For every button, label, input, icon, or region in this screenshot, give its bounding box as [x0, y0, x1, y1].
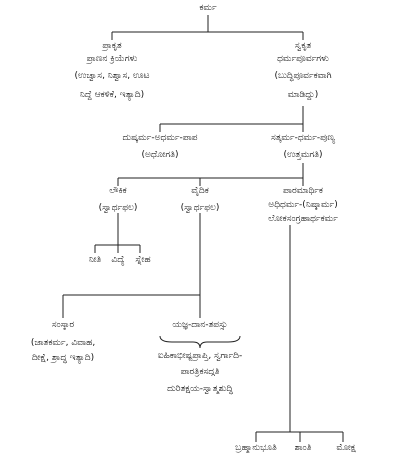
root-node-label: ಕರ್ಮ: [199, 3, 217, 13]
laukika-title: ಲೌಕಿಕ: [109, 186, 127, 196]
laukika-sub: (ಸ್ವಾರ್ಥಫಲ): [98, 203, 138, 213]
yajna-line3: ದುರಿತಕ್ಷಯ-ಸ್ವಾತ್ಮಶುದ್ಧಿ: [167, 384, 233, 394]
yajna-title: ಯಜ್ಞ-ದಾನ-ತಪಸ್ಸು: [172, 320, 228, 330]
yajna-line2: ಪಾರತ್ರಿಕಸದ್ಗತಿ: [180, 367, 220, 377]
vidye-label: ವಿದ್ಯೆ: [111, 255, 125, 265]
swakruta-line1: ಧರ್ಮಪೂರ್ವಗಳು: [277, 54, 329, 64]
dushkarma-title: ದುಷ್ಕರ್ಮ-ಅಧರ್ಮ-ಪಾಪ: [122, 133, 198, 143]
niti-label: ನೀತಿ: [88, 255, 102, 265]
satkarma-title: ಸತ್ಕರ್ಮ-ಧರ್ಮ-ಪುಣ್ಯ: [270, 133, 336, 143]
swakruta-title: ಸ್ವಕೃತ: [294, 41, 312, 51]
vaidika-title: ವೈದಿಕ: [191, 186, 209, 196]
swakruta-line2: (ಬುದ್ಧಿಪೂರ್ವಕವಾಗಿ: [274, 71, 332, 81]
curly-brace: [159, 335, 241, 349]
moksha-label: ಮೋಕ್ಷ: [336, 443, 356, 453]
dushkarma-sub: (ಅಧೋಗತಿ): [141, 150, 179, 160]
prakruta-title: ಪ್ರಾಕೃತ: [102, 41, 122, 51]
paramarthika-line1: ಅಧಿಧರ್ಮ-(ನಿಷ್ಕಾರ್ಮ): [268, 200, 338, 210]
paramarthika-line2: ಲೋಕಸಂಗ್ರಹಾರ್ಥಕರ್ಮ: [268, 214, 338, 224]
prakruta-line2: (ಉಚ್ವಾಸ, ನಿಶ್ವಾಸ, ಊಟ: [74, 71, 150, 81]
yajna-line1: ಐಹಿಕಾಭೀಷ್ಟಪ್ರಾಪ್ತಿ, ಸ್ವರ್ಗಾದಿ-: [157, 351, 243, 361]
satkarma-sub: (ಉತ್ತಮಗತಿ): [283, 150, 323, 160]
shanti-label: ಶಾಂತಿ: [294, 443, 312, 453]
samskara-line2: ದೀಕ್ಷೆ, ಶ್ರಾದ್ಧ ಇತ್ಯಾದಿ): [31, 353, 95, 363]
prakruta-line1: ಪ್ರಾಣನ ಕ್ರಿಯೆಗಳು: [86, 54, 138, 64]
samskara-line1: (ಜಾತಕರ್ಮ, ವಿವಾಹ,: [30, 338, 96, 348]
vaidika-sub: (ಸ್ವಾರ್ಥಫಲ): [180, 203, 220, 213]
brahmanubhuti-label: ಬ್ರಹ್ಮಾನುಭೂತಿ: [235, 443, 277, 453]
swakruta-line3: ಮಾಡಿದ್ದು): [287, 90, 319, 100]
paramarthika-title: ಪಾರಮಾರ್ಥಿಕ: [283, 186, 323, 196]
samskara-title: ಸಂಸ್ಕಾರ: [51, 320, 75, 330]
sneha-label: ಸ್ನೇಹ: [135, 255, 151, 265]
prakruta-line3: ನಿದ್ದೆ ಆಕಳಿಕೆ, ಇತ್ಯಾದಿ): [79, 90, 145, 100]
